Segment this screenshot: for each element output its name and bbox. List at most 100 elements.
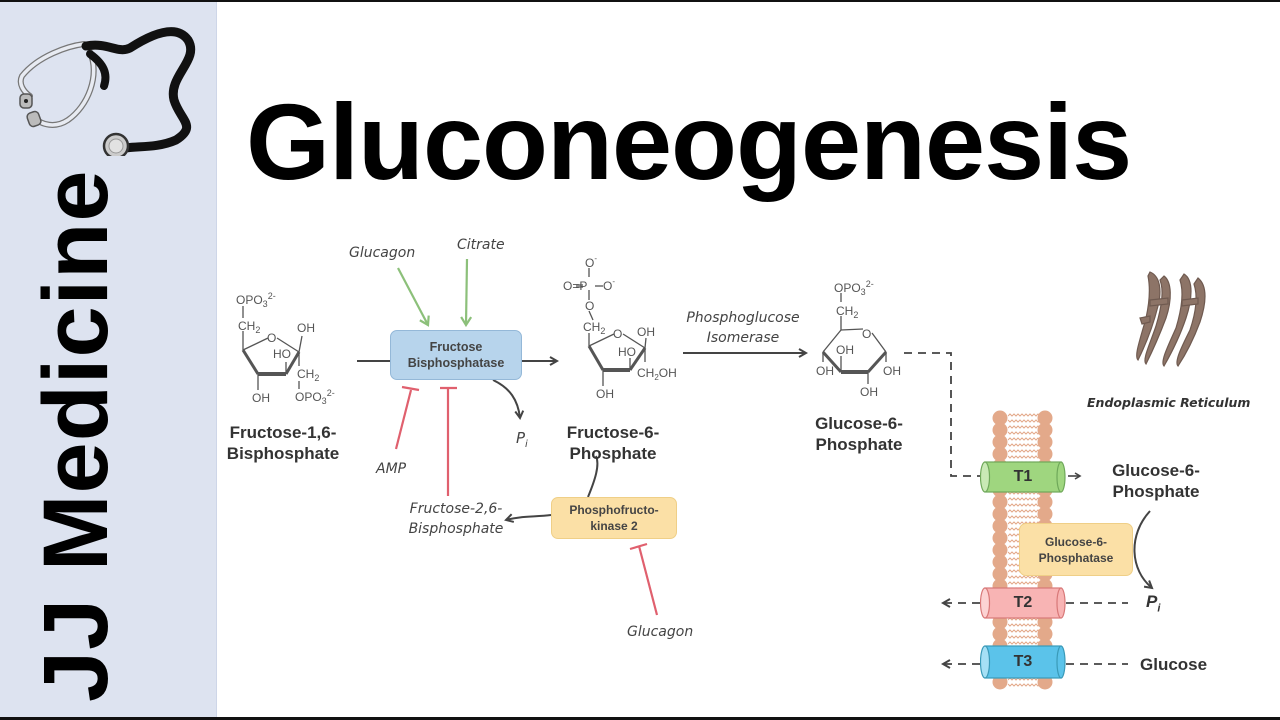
lipid-tail [1007,413,1041,423]
svg-text:O: O [267,331,276,345]
svg-text:HO: HO [618,345,636,359]
lipid-head [992,566,1008,582]
svg-text:OH: OH [297,321,315,335]
g6p-labels: OPO32- CH2 O OH OH OH OH [816,279,901,399]
lipid-tail [1007,425,1041,435]
stethoscope-icon [17,27,196,156]
pi-main: P [516,429,526,447]
pi-product-label: Pi [516,428,528,455]
f6p-name-line1: Fructose-6- [566,423,660,442]
svg-text:HO: HO [273,347,291,361]
svg-text:CH2OH: CH2OH [637,366,677,382]
f26bp-line2: Bisphosphate [408,521,504,537]
g6p-to-t1-path [904,352,985,477]
pfk2-glucagon-inhibitor-label: Glucagon [627,624,694,640]
svg-text:OH: OH [252,391,270,405]
endoplasmic-reticulum-icon [1136,271,1206,367]
f6p-labels: O- O=P O- O CH2 O OH HO CH2OH OH [563,254,677,401]
page-title: Gluconeogenesis [246,81,1132,202]
t1-label: T1 [1013,468,1033,485]
lipid-tail [1007,497,1041,507]
lipid-head [992,410,1008,426]
lipid-head [992,530,1008,546]
g6pase-arrow [1133,510,1152,588]
glucose-label: Glucose [1140,655,1208,674]
f26bp-label: Fructose-2,6- Bisphosphate [405,499,507,539]
f6p-structure [576,268,647,386]
lipid-head [1037,506,1053,522]
fructose-bisphosphatase-enzyme: Fructose Bisphosphatase [390,330,522,380]
er-pi-label: Pi [1146,592,1160,614]
cylinder-icon [979,461,1066,493]
lipid-head [992,422,1008,438]
svg-text:OH: OH [836,343,854,357]
svg-text:O-: O- [585,254,597,270]
g6p-name-line2: Phosphate [815,435,903,454]
fbpase-line2: Bisphosphatase [407,356,505,370]
lipid-head [992,434,1008,450]
er-pi-sub: i [1157,602,1161,615]
svg-text:CH2: CH2 [297,367,319,383]
f16bp-name: Fructose-1,6- Bisphosphate [222,422,344,464]
f16bp-name-line2: Bisphosphate [226,444,340,463]
inhibition-lines [394,385,659,616]
svg-text:O: O [613,327,622,341]
svg-text:O: O [862,327,871,341]
lipid-head [1037,494,1053,510]
svg-text:CH2: CH2 [583,320,605,336]
lipid-tail [1007,437,1041,447]
svg-text:O=P: O=P [563,279,587,293]
svg-text:OH: OH [883,364,901,378]
svg-text:CH2: CH2 [238,319,260,335]
er-label: Endoplasmic Reticulum [1087,395,1251,410]
svg-text:OH: OH [816,364,834,378]
glucose-6-phosphatase-enzyme: Glucose-6- Phosphatase [1019,523,1133,576]
g6p-name: Glucose-6- Phosphate [798,413,920,455]
phosphofructokinase-2-enzyme: Phosphofructo- kinase 2 [551,497,677,539]
sidebar: JJ Medicine [0,2,217,717]
amp-inhibitor-label: AMP [376,461,407,477]
g6pase-line2: Phosphatase [1038,550,1114,565]
lipid-head [992,494,1008,510]
transporter-t1: T1 [979,461,1066,493]
lipid-head [1037,422,1053,438]
lipid-head [992,626,1008,642]
lipid-head [992,506,1008,522]
f6p-to-pfk2-curve [587,455,599,498]
top-border [0,0,1280,2]
transporter-t2: T2 [979,587,1066,619]
er-pi-main: P [1146,592,1158,611]
svg-text:O: O [585,299,594,313]
lipid-tail [1007,509,1041,519]
lipid-head [1037,446,1053,462]
svg-text:OH: OH [637,325,655,339]
pfk2-product-arrow [506,515,552,520]
f16bp-labels: OPO32- CH2 O OH HO CH2 OH OPO32- [236,291,335,406]
t3-label: T3 [1013,653,1033,670]
isomerase-line1: Phosphoglucose [686,310,800,326]
pi-sub: i [525,439,528,450]
transporter-t3: T3 [979,645,1066,679]
lipid-head [992,554,1008,570]
f26bp-line1: Fructose-2,6- [409,501,503,517]
svg-text:OPO32-: OPO32- [295,388,335,406]
lipid-head [1037,626,1053,642]
lipid-head [992,518,1008,534]
lumen-g6p-line1: Glucose-6- [1112,461,1200,480]
lipid-tail [1007,449,1041,459]
svg-text:OPO32-: OPO32- [236,291,276,309]
glucagon-activation-arrow [397,267,430,327]
lipid-tail [1007,677,1041,687]
pfk2-line1: Phosphofructo- [569,503,659,517]
f16bp-structure [241,306,303,390]
lipid-tail [1007,617,1041,627]
citrate-activator-label: Citrate [457,237,505,253]
f16bp-name-line1: Fructose-1,6- [229,423,337,442]
svg-text:O-: O- [603,277,615,293]
bottom-border [0,717,1280,720]
fbpase-line1: Fructose [429,340,483,354]
pi-release-arrow [492,379,520,418]
cylinder-icon [979,587,1066,619]
